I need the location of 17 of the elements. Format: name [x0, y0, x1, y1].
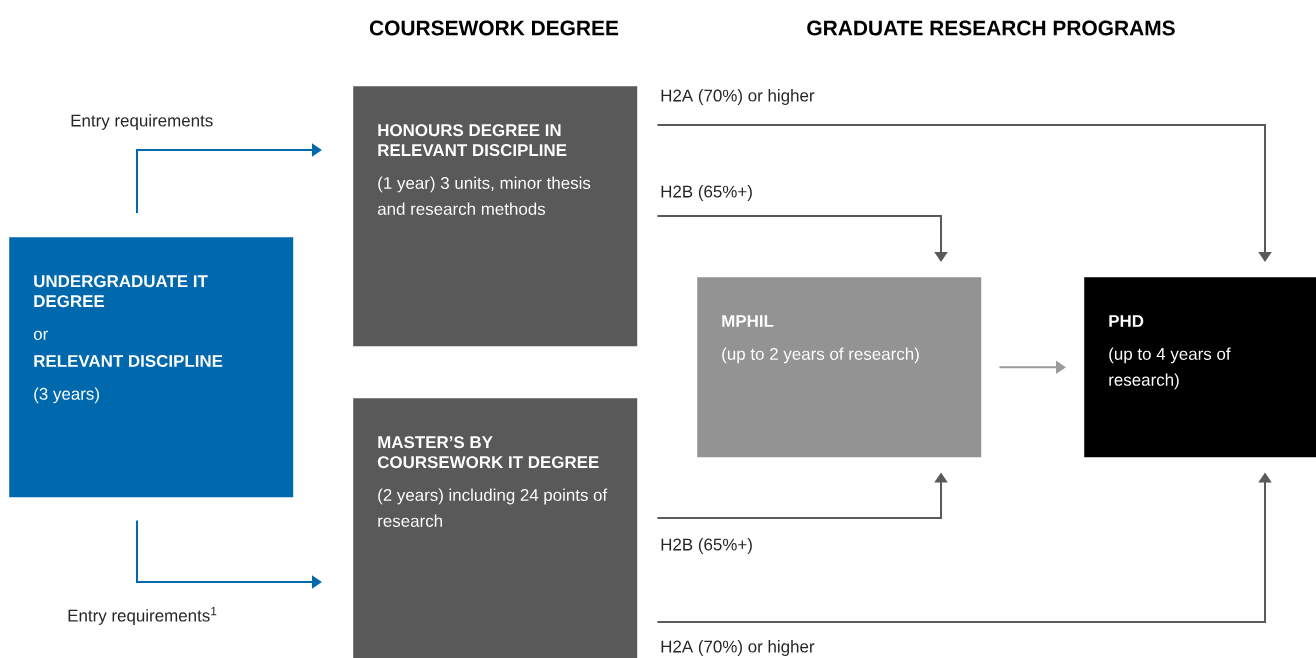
edge-label: H2B (65%+) — [659, 537, 754, 555]
degree-box: MASTER’S BY COURSEWORK IT DEGREE (2 years) including 24 points of research — [353, 398, 638, 658]
program-box: MPHIL (up to 2 years of research) — [697, 277, 982, 458]
arrow — [136, 143, 322, 214]
edge-label: Entry requirements — [69, 113, 215, 131]
edge-label: H2A (70%) or higher — [659, 88, 816, 106]
program-box: PHD (up to 4 years of research) — [1084, 277, 1316, 458]
degree-box: UNDERGRADUATE IT DEGREE or RELEVANT DISCIPLINE (3 years) — [9, 237, 294, 498]
arrow — [656, 215, 948, 262]
arrow — [656, 124, 1272, 262]
arrow — [998, 360, 1066, 374]
edge-label: H2B (65%+) — [659, 184, 754, 202]
column-heading: COURSEWORK DEGREE — [369, 20, 619, 36]
degree-box: HONOURS DEGREE IN RELEVANT DISCIPLINE (1 year) 3 units, minor thesis and research methods — [353, 86, 638, 347]
edge-label: H2A (70%) or higher — [659, 639, 816, 657]
column-heading: GRADUATE RESEARCH PROGRAMS — [807, 20, 1175, 36]
edge-label: Entry requirements$^{1}$ — [66, 606, 219, 626]
